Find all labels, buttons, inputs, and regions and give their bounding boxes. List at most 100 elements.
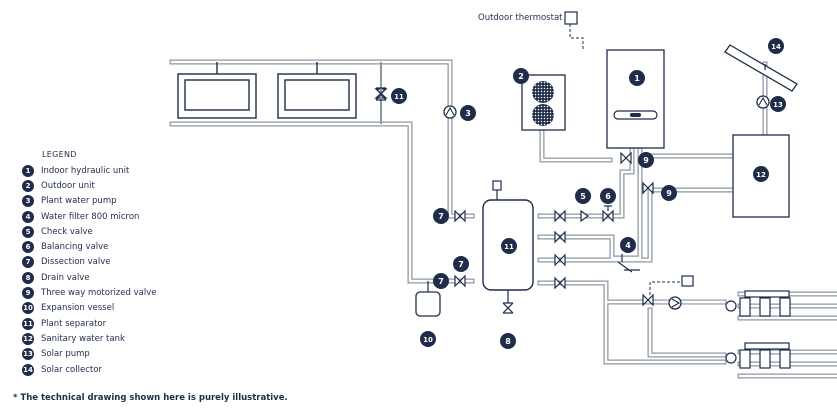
legend-number-badge: 10 (22, 302, 34, 315)
outdoor-thermostat-label: Outdoor thermostat (478, 13, 563, 23)
legend-item-label: Balancing valve (41, 242, 109, 253)
callout-badge: 11 (391, 88, 407, 104)
legend-item: 5 Check valve (22, 224, 156, 239)
legend-item-label: Outdoor unit (41, 180, 95, 191)
callout-number: 12 (756, 171, 766, 179)
legend-number-badge: 12 (22, 332, 34, 345)
motor-box (681, 275, 694, 287)
legend-item: 10 Expansion vessel (22, 301, 156, 316)
callout-badge: 3 (460, 105, 476, 121)
legend-number-badge: 13 (22, 348, 34, 361)
solar-pump-icon (756, 95, 770, 109)
callout-badge: 9 (638, 152, 654, 168)
legend-item-label: Drain valve (41, 272, 90, 283)
callout-number: 10 (423, 336, 433, 344)
outdoor-unit (521, 74, 566, 131)
legend-item: 11 Plant separator (22, 316, 156, 331)
motor-dashed-link (649, 281, 682, 295)
callout-number: 11 (394, 93, 404, 101)
manifold-lower (725, 342, 791, 369)
callout-badge: 6 (600, 188, 616, 204)
legend-number-badge: 3 (22, 195, 34, 208)
balancing-valve-handle (604, 205, 612, 211)
legend-item: 1 Indoor hydraulic unit (22, 163, 156, 178)
callout-badge: 12 (753, 166, 769, 182)
legend-number-badge: 5 (22, 225, 34, 238)
callout-number: 1 (634, 74, 640, 83)
legend-item-label: Water filter 800 micron (41, 211, 140, 222)
callout-badge: 1 (629, 70, 645, 86)
manifold-upper (725, 290, 791, 317)
circulator-pump-icon (668, 296, 682, 310)
legend-number-badge: 2 (22, 179, 34, 192)
callout-badge: 13 (770, 96, 786, 112)
legend-item: 6 Balancing valve (22, 239, 156, 254)
legend-item: 2 Outdoor unit (22, 178, 156, 193)
callout-number: 9 (643, 156, 649, 165)
legend-item: 14 Solar collector (22, 362, 156, 377)
callout-number: 3 (465, 109, 471, 118)
legend-item-label: Solar collector (41, 364, 102, 375)
callout-badge: 4 (620, 237, 636, 253)
water-filter-icon (617, 254, 640, 273)
legend-item: 4 Water filter 800 micron (22, 209, 156, 224)
legend-number-badge: 8 (22, 271, 34, 284)
drain-valve-icon (502, 302, 514, 314)
legend-item-label: Plant water pump (41, 196, 117, 207)
fan-coil-unit (277, 62, 357, 119)
legend-item-label: Solar pump (41, 349, 90, 360)
callout-number: 2 (518, 72, 524, 81)
callout-number: 7 (438, 212, 444, 221)
callout-badge: 7 (433, 273, 449, 289)
callout-badge: 2 (513, 68, 529, 84)
legend-item-label: Expansion vessel (41, 303, 115, 314)
legend-item-label: Check valve (41, 226, 93, 237)
legend-item-label: Three way motorized valve (41, 288, 157, 299)
callout-badge: 9 (661, 185, 677, 201)
legend-item: 7 Dissection valve (22, 255, 156, 270)
legend-number-badge: 7 (22, 256, 34, 269)
callout-badge: 7 (453, 256, 469, 272)
legend: LEGEND 1 Indoor hydraulic unit 2 Outdoor un… (22, 150, 156, 377)
callout-number: 7 (438, 277, 444, 286)
callout-number: 5 (580, 192, 586, 201)
legend-item: 8 Drain valve (22, 270, 156, 285)
callout-badge: 10 (420, 331, 436, 347)
outdoor-thermostat (564, 11, 584, 50)
legend-item: 13 Solar pump (22, 347, 156, 362)
legend-title: LEGEND (42, 150, 77, 159)
solar-collector (724, 44, 798, 92)
callout-badge: 8 (500, 333, 516, 349)
legend-number-badge: 4 (22, 210, 34, 223)
callout-badge: 11 (501, 238, 517, 254)
three-way-valve-icon (620, 151, 654, 307)
callout-badge: 5 (575, 188, 591, 204)
callout-number: 4 (625, 241, 631, 250)
callout-number: 8 (505, 337, 511, 346)
legend-number-badge: 1 (22, 164, 34, 177)
legend-item-label: Indoor hydraulic unit (41, 165, 130, 176)
callout-number: 7 (458, 260, 464, 269)
legend-item-label: Plant separator (41, 318, 107, 329)
fan-coil-unit (177, 62, 257, 119)
legend-item: 3 Plant water pump (22, 194, 156, 209)
callout-number: 14 (771, 43, 781, 51)
footnote: * The technical drawing shown here is pu… (13, 393, 288, 403)
expansion-vessel (415, 281, 441, 317)
callout-number: 9 (666, 189, 672, 198)
callout-number: 6 (605, 192, 611, 201)
legend-number-badge: 9 (22, 287, 34, 300)
legend-item-label: Dissection valve (41, 257, 111, 268)
callout-number: 13 (773, 101, 783, 109)
legend-item: 9 Three way motorized valve (22, 285, 156, 300)
legend-number-badge: 14 (22, 363, 34, 376)
legend-number-badge: 11 (22, 317, 34, 330)
callout-badge: 7 (433, 208, 449, 224)
legend-number-badge: 6 (22, 241, 34, 254)
indoor-hydraulic-unit (606, 49, 665, 149)
legend-item-label: Sanitary water tank (41, 333, 125, 344)
callout-number: 11 (504, 243, 514, 251)
